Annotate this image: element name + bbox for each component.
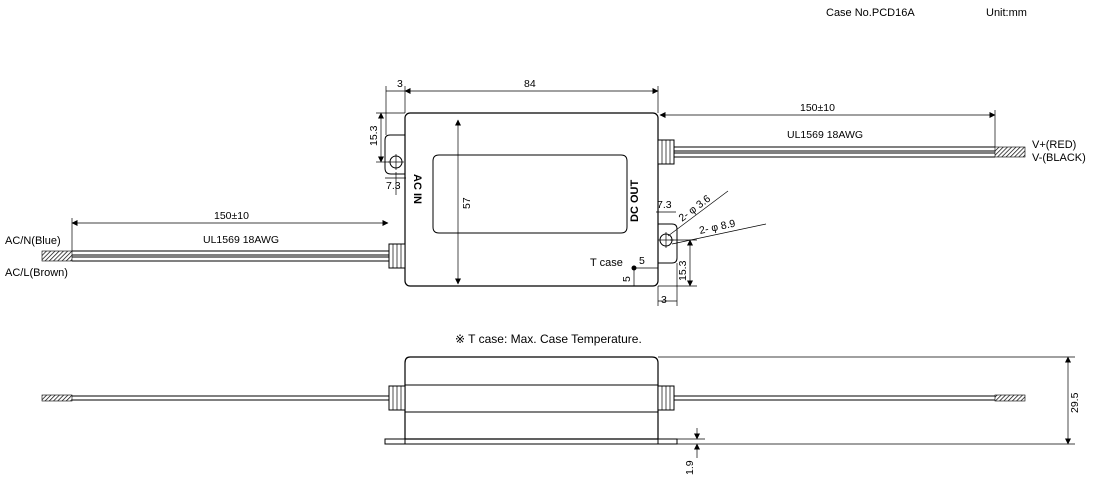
right-mounting-flange xyxy=(658,223,678,264)
dim-width: 57 xyxy=(461,197,473,209)
dim-flange: 3 xyxy=(397,78,403,90)
side-right-wire-strip xyxy=(994,394,1026,402)
dc-out-label: DC OUT xyxy=(629,180,641,222)
left-mounting-flange xyxy=(384,134,405,175)
case-body-top xyxy=(404,112,659,287)
ac-in-label: AC IN xyxy=(411,174,423,204)
v-plus-label: V+(RED) xyxy=(1032,139,1076,151)
tcase-note: ※ T case: Max. Case Temperature. xyxy=(455,332,642,346)
ac-l-label: AC/L(Brown) xyxy=(5,267,68,279)
top-view: 84 3 57 15.3 7.3 AC IN DC OUT xyxy=(5,78,1086,306)
side-left-flange xyxy=(384,438,406,445)
dim-hole-horizontal-right: 7.3 xyxy=(657,199,672,211)
input-cable: 150±10 UL1569 18AWG AC/N(Blue) AC/L(Brow… xyxy=(5,210,406,279)
dim-tcase-x: 5 xyxy=(639,255,645,267)
ac-n-label: AC/N(Blue) xyxy=(5,235,61,247)
tcase-label: T case xyxy=(590,257,623,269)
unit-label: Unit:mm xyxy=(986,7,1027,19)
output-cable: 150±10 UL1569 18AWG V+(RED) V-(BLACK) xyxy=(657,102,1086,165)
dim-tcase-y: 5 xyxy=(621,276,633,282)
dim-height: 29.5 xyxy=(1069,392,1081,413)
dim-input-length: 150±10 xyxy=(214,210,249,222)
dim-hole-horizontal: 7.3 xyxy=(386,180,401,192)
input-wire-strip xyxy=(41,250,73,262)
side-left-wire-strip xyxy=(41,394,73,402)
side-view: 29.5 1.9 xyxy=(41,356,1081,475)
dim-flange-thickness: 1.9 xyxy=(684,460,696,475)
dim-length: 84 xyxy=(524,78,536,90)
output-wire-strip xyxy=(994,146,1026,158)
dim-flange-right: 3 xyxy=(661,294,667,306)
side-right-flange xyxy=(657,438,678,445)
label-recess xyxy=(432,154,628,234)
hole-small-callout: 2- φ 3.6 xyxy=(677,193,714,225)
dim-output-length: 150±10 xyxy=(800,102,835,114)
dim-hole-vertical-right: 15.3 xyxy=(677,260,689,281)
dim-hole-vertical: 15.3 xyxy=(368,125,380,146)
case-number: Case No.PCD16A xyxy=(826,7,915,19)
input-cable-label: UL1569 18AWG xyxy=(203,234,279,246)
output-cable-label: UL1569 18AWG xyxy=(787,129,863,141)
v-minus-label: V-(BLACK) xyxy=(1032,152,1086,164)
case-body-side xyxy=(404,356,659,440)
